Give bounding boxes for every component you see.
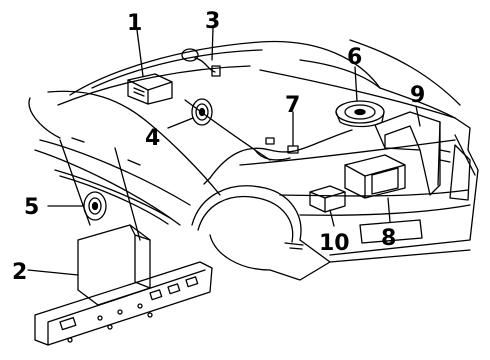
callout-5: 5 (24, 195, 39, 220)
callout-9: 9 (410, 83, 425, 108)
part-radio-unit (127, 29, 173, 105)
callout-4: 4 (145, 126, 160, 151)
part-wiring-harness (203, 111, 353, 185)
part-amplifier-bracket (27, 224, 213, 346)
callout-2: 2 (12, 260, 27, 285)
callout-labels: 1 2 3 4 5 6 7 8 9 10 (12, 9, 425, 285)
callout-1: 1 (127, 11, 142, 36)
callout-3: 3 (205, 9, 220, 34)
part-deck-speaker (335, 66, 385, 128)
part-control-module (309, 185, 346, 227)
callout-8: 8 (381, 226, 396, 251)
part-door-speaker (167, 98, 213, 129)
callout-6: 6 (347, 45, 362, 70)
part-connector-harness (181, 27, 221, 77)
car-body-outline (28, 39, 479, 281)
part-subwoofer-box (344, 154, 406, 223)
part-front-speaker (47, 191, 107, 221)
callout-7: 7 (285, 93, 300, 118)
part-trunk-trim-panel (374, 105, 441, 196)
callout-10: 10 (319, 231, 350, 256)
